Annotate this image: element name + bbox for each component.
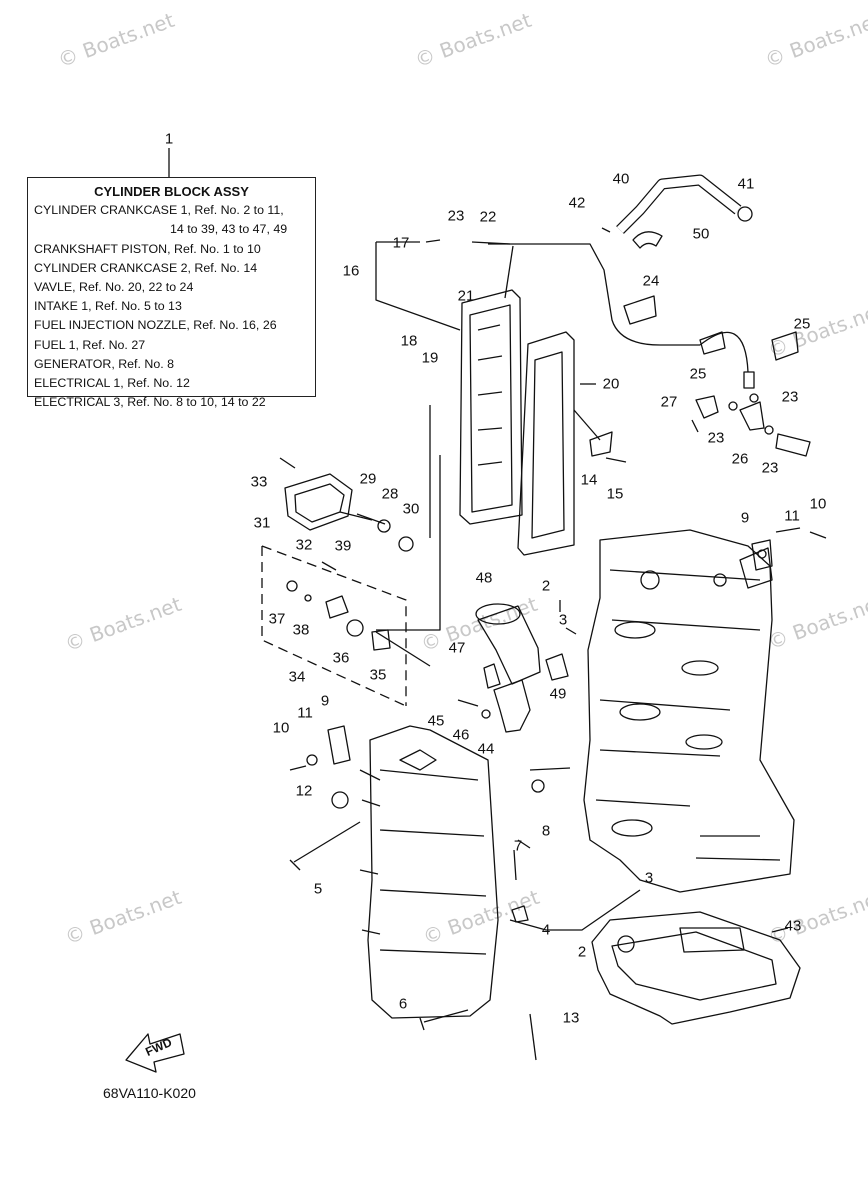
callout-17[interactable]: 17 bbox=[392, 234, 410, 252]
callout-37[interactable]: 37 bbox=[268, 610, 286, 628]
callout-27[interactable]: 27 bbox=[660, 393, 678, 411]
callout-41[interactable]: 41 bbox=[737, 175, 755, 193]
legend-line: CRANKSHAFT PISTON, Ref. No. 1 to 10 bbox=[34, 241, 261, 256]
callout-30[interactable]: 30 bbox=[402, 500, 420, 518]
callout-3[interactable]: 3 bbox=[644, 869, 654, 887]
legend-line: CYLINDER CRANKCASE 2, Ref. No. 14 bbox=[34, 260, 258, 275]
diagram-code: 68VA110-K020 bbox=[103, 1085, 196, 1101]
callout-2[interactable]: 2 bbox=[541, 577, 551, 595]
legend-line: INTAKE 1, Ref. No. 5 to 13 bbox=[34, 299, 182, 314]
callout-23[interactable]: 23 bbox=[707, 429, 725, 447]
legend-line: ELECTRICAL 3, Ref. No. 8 to 10, 14 to 22 bbox=[34, 395, 266, 410]
callout-38[interactable]: 38 bbox=[292, 621, 310, 639]
callout-24[interactable]: 24 bbox=[642, 272, 660, 290]
callout-33[interactable]: 33 bbox=[250, 473, 268, 491]
gasket bbox=[517, 331, 575, 556]
legend-title: CYLINDER BLOCK ASSY bbox=[94, 184, 249, 199]
callout-2[interactable]: 2 bbox=[577, 943, 587, 961]
callout-10[interactable]: 10 bbox=[272, 719, 290, 737]
callout-1[interactable]: 1 bbox=[164, 130, 174, 148]
callout-15[interactable]: 15 bbox=[606, 485, 624, 503]
legend-line: VAVLE, Ref. No. 20, 22 to 24 bbox=[34, 280, 194, 295]
callout-18[interactable]: 18 bbox=[400, 332, 418, 350]
callout-25[interactable]: 25 bbox=[689, 365, 707, 383]
callout-11[interactable]: 11 bbox=[297, 704, 313, 722]
callout-25[interactable]: 25 bbox=[793, 315, 811, 333]
callout-48[interactable]: 48 bbox=[475, 569, 493, 587]
callout-9[interactable]: 9 bbox=[740, 509, 750, 527]
callout-23[interactable]: 23 bbox=[761, 459, 779, 477]
legend-line: ELECTRICAL 1, Ref. No. 12 bbox=[34, 376, 190, 391]
callout-31[interactable]: 31 bbox=[253, 514, 271, 532]
callout-49[interactable]: 49 bbox=[549, 685, 567, 703]
callout-13[interactable]: 13 bbox=[562, 1009, 580, 1027]
callout-42[interactable]: 42 bbox=[568, 194, 586, 212]
callout-10[interactable]: 10 bbox=[809, 495, 827, 513]
callout-47[interactable]: 47 bbox=[448, 639, 466, 657]
callout-6[interactable]: 6 bbox=[398, 995, 408, 1013]
callout-35[interactable]: 35 bbox=[369, 666, 387, 684]
callout-23[interactable]: 23 bbox=[781, 388, 799, 406]
callout-14[interactable]: 14 bbox=[580, 471, 598, 489]
callout-20[interactable]: 20 bbox=[602, 375, 620, 393]
callout-46[interactable]: 46 bbox=[452, 726, 470, 744]
callout-22[interactable]: 22 bbox=[479, 208, 497, 226]
cylinder-block bbox=[583, 529, 795, 893]
callout-7[interactable]: 7 bbox=[513, 837, 523, 855]
callout-21[interactable]: 21 bbox=[457, 287, 475, 305]
callout-23[interactable]: 23 bbox=[447, 207, 465, 225]
callout-11[interactable]: 11 bbox=[784, 507, 800, 525]
legend-line: GENERATOR, Ref. No. 8 bbox=[34, 356, 175, 371]
callout-16[interactable]: 16 bbox=[342, 262, 360, 280]
callout-32[interactable]: 32 bbox=[295, 536, 313, 554]
callout-44[interactable]: 44 bbox=[477, 740, 495, 758]
callout-3[interactable]: 3 bbox=[558, 611, 568, 629]
callout-26[interactable]: 26 bbox=[731, 450, 749, 468]
callout-43[interactable]: 43 bbox=[784, 917, 802, 935]
head-cover bbox=[459, 289, 523, 525]
legend-line: FUEL 1, Ref. No. 27 bbox=[34, 337, 146, 352]
base-gasket bbox=[591, 911, 801, 1025]
callout-34[interactable]: 34 bbox=[288, 668, 306, 686]
callout-19[interactable]: 19 bbox=[421, 349, 439, 367]
crankcase bbox=[367, 725, 499, 1019]
callout-4[interactable]: 4 bbox=[541, 921, 551, 939]
callout-5[interactable]: 5 bbox=[313, 880, 323, 898]
callout-9[interactable]: 9 bbox=[320, 692, 330, 710]
callout-12[interactable]: 12 bbox=[295, 782, 313, 800]
callout-39[interactable]: 39 bbox=[334, 537, 352, 555]
callout-8[interactable]: 8 bbox=[541, 822, 551, 840]
assembly-legend: CYLINDER BLOCK ASSY CYLINDER CRANKCASE 1… bbox=[27, 177, 316, 409]
callout-45[interactable]: 45 bbox=[427, 712, 445, 730]
legend-line: FUEL INJECTION NOZZLE, Ref. No. 16, 26 bbox=[34, 318, 277, 333]
callout-29[interactable]: 29 bbox=[359, 470, 377, 488]
callout-36[interactable]: 36 bbox=[332, 649, 350, 667]
callout-50[interactable]: 50 bbox=[692, 225, 710, 243]
callout-28[interactable]: 28 bbox=[381, 485, 399, 503]
callout-40[interactable]: 40 bbox=[612, 170, 630, 188]
legend-line: CYLINDER CRANKCASE 1, Ref. No. 2 to 11, bbox=[34, 203, 284, 218]
legend-line: 14 to 39, 43 to 47, 49 bbox=[170, 222, 288, 237]
